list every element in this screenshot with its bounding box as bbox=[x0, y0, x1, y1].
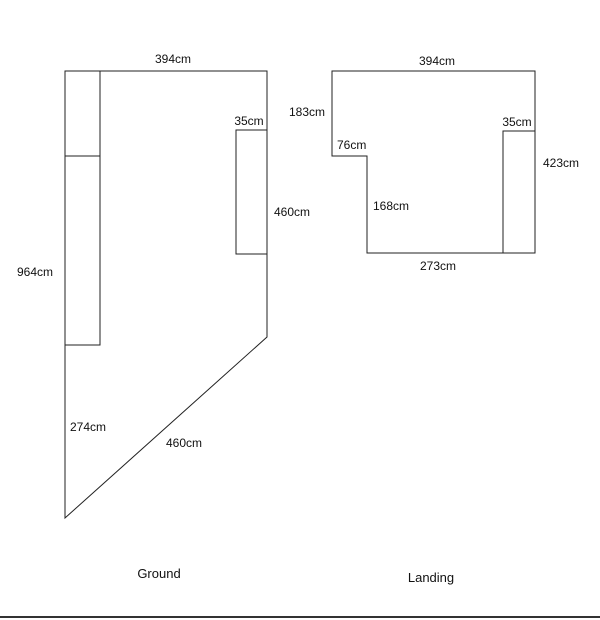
ground-plan: 394cm 35cm 460cm 964cm 274cm 460cm Groun… bbox=[17, 52, 310, 581]
landing-cupboard-width-label: 35cm bbox=[502, 115, 531, 129]
landing-right-height-label: 423cm bbox=[543, 156, 579, 170]
landing-bottom-width-label: 273cm bbox=[420, 259, 456, 273]
ground-top-width-label: 394cm bbox=[155, 52, 191, 66]
ground-lower-left-label: 274cm bbox=[70, 420, 106, 434]
landing-caption: Landing bbox=[408, 570, 454, 585]
ground-left-wall-strip bbox=[64, 70, 101, 346]
landing-cupboard bbox=[502, 130, 536, 254]
ground-cupboard-height-label: 460cm bbox=[274, 205, 310, 219]
landing-step-width-label: 76cm bbox=[337, 138, 366, 152]
landing-top-width-label: 394cm bbox=[419, 54, 455, 68]
ground-outline bbox=[64, 70, 268, 520]
ground-diagonal-label: 460cm bbox=[166, 436, 202, 450]
ground-left-height-label: 964cm bbox=[17, 265, 53, 279]
ground-caption: Ground bbox=[137, 566, 180, 581]
landing-plan: 394cm 183cm 76cm 35cm 423cm 168cm 273cm … bbox=[289, 54, 579, 585]
landing-left-upper-label: 183cm bbox=[289, 105, 325, 119]
landing-inner-height-label: 168cm bbox=[373, 199, 409, 213]
ground-cupboard bbox=[235, 129, 268, 255]
landing-outline bbox=[331, 70, 536, 254]
ground-cupboard-width-label: 35cm bbox=[234, 114, 263, 128]
